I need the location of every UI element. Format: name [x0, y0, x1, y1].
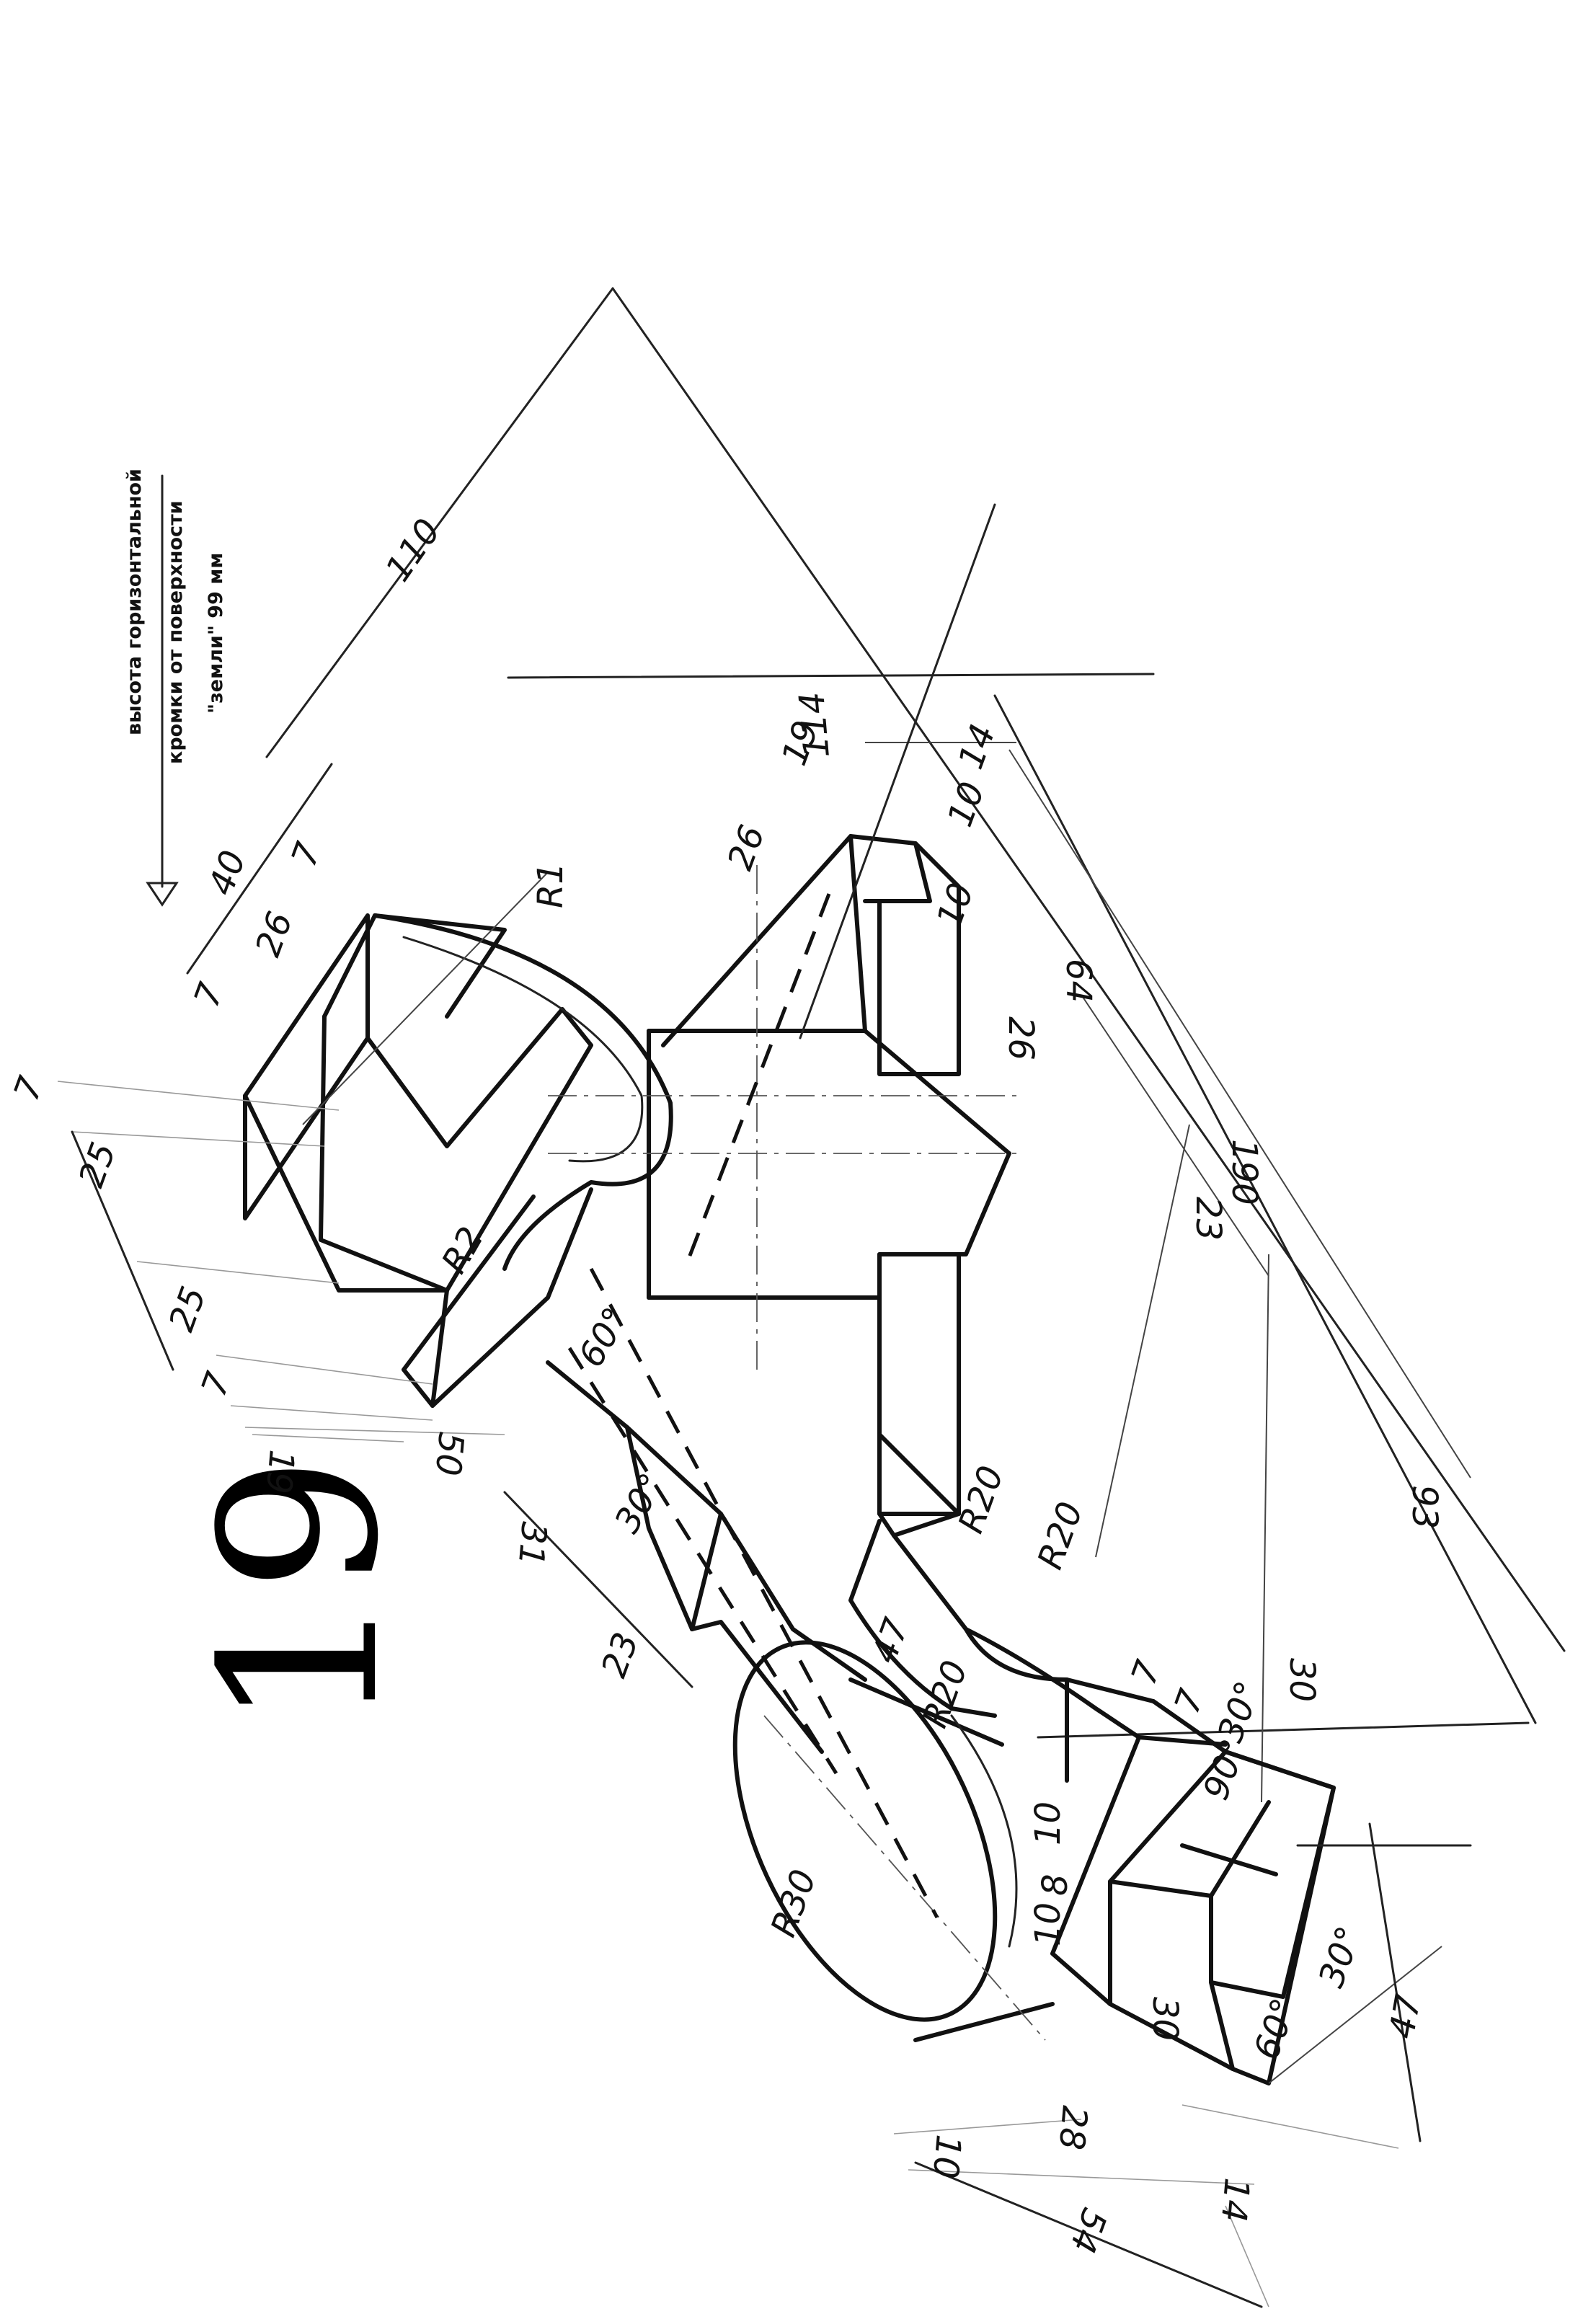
- dim-7-left-bottom: 7: [194, 1367, 239, 1401]
- note-line-3: "земли" 99 мм: [205, 553, 227, 714]
- dim-7-left-top: 7: [6, 1071, 52, 1106]
- dim-R20-c: R20: [915, 1655, 976, 1733]
- cylinder: [732, 1640, 1055, 2042]
- dim-10-bottom: 10: [925, 2133, 969, 2181]
- ground-height-note: высота горизонтальной кромки от поверхно…: [123, 469, 227, 907]
- dim-8: 8: [1035, 1874, 1076, 1896]
- dim-10-right-b: 10: [929, 878, 983, 934]
- dim-31: 31: [510, 1520, 554, 1568]
- central-column: [548, 834, 1024, 1516]
- dim-19-left: 19: [258, 1448, 302, 1496]
- note-arrow-head: [146, 882, 179, 907]
- dim-R20-b: R20: [1030, 1497, 1091, 1574]
- overall-dimension-lines: [265, 287, 1566, 1803]
- dim-R1: R1: [531, 862, 571, 908]
- dim-25-left-b: 25: [161, 1282, 215, 1337]
- upper-block: [243, 872, 673, 1408]
- dim-7-step-a: 7: [1124, 1655, 1169, 1690]
- sheet-number: 19: [174, 1455, 426, 1730]
- note-line-1: высота горизонтальной: [123, 469, 146, 735]
- dim-30-top: 30: [1282, 1658, 1322, 1702]
- dim-93: 93: [1404, 1485, 1445, 1529]
- dim-14-bottom: 14: [1213, 2176, 1257, 2224]
- dim-26-top: 26: [248, 907, 301, 962]
- dim-23-right: 23: [1188, 1197, 1228, 1241]
- dim-47-bottom: 47: [1382, 1991, 1429, 2042]
- dim-26-mid: 26: [720, 820, 773, 876]
- dim-190: 190: [1224, 1139, 1264, 1205]
- dim-23-arm: 23: [594, 1628, 647, 1683]
- slanted-arm: [546, 893, 939, 1919]
- dim-54: 54: [1062, 2203, 1115, 2258]
- dim-60-low: 60°: [1246, 1993, 1305, 2065]
- dim-10-right-a: 10: [940, 777, 993, 833]
- construction-lines: [57, 503, 1472, 2308]
- lower-right-block: [1050, 1735, 1442, 2084]
- dim-10-cyl-b: 10: [1028, 1902, 1068, 1946]
- dim-40: 40: [201, 846, 254, 901]
- dim-30-low-angle: 30°: [1311, 1921, 1370, 1992]
- dimension-labels: 110 114 40 26 7 7 R1 26 19 14 10 10 64 2…: [6, 512, 1445, 2258]
- dim-10-cyl-a: 10: [1028, 1801, 1068, 1845]
- dim-R30: R30: [763, 1864, 825, 1942]
- dim-7-top-b: 7: [187, 978, 232, 1012]
- dim-28: 28: [1051, 2104, 1095, 2152]
- dim-50: 50: [427, 1430, 471, 1478]
- dim-30-low: 30: [1145, 1997, 1185, 2041]
- dim-26-right: 26: [1001, 1016, 1041, 1060]
- dim-64: 64: [1058, 959, 1099, 1003]
- dim-114: 114: [792, 691, 838, 760]
- dim-14-right: 14: [951, 719, 1004, 775]
- note-line-2: кромки от поверхности: [164, 500, 187, 764]
- dim-7-top-a: 7: [284, 837, 329, 872]
- dim-47-cyl: 47: [864, 1613, 918, 1668]
- dim-30-arm: 30°: [607, 1466, 673, 1540]
